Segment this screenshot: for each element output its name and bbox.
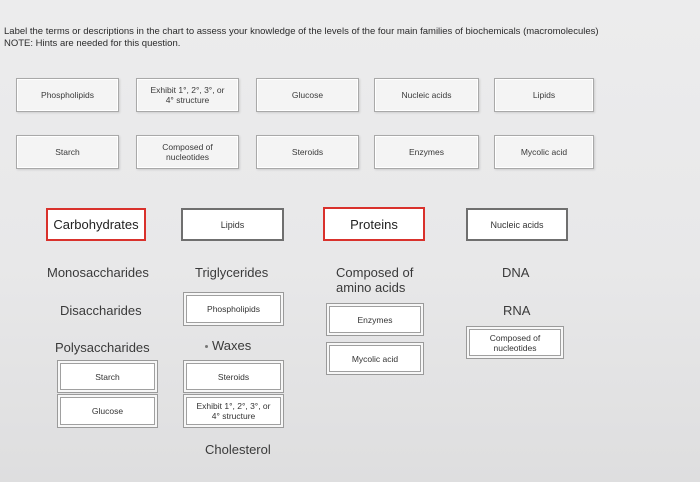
drop-zone-carbs-starch[interactable]: Starch	[57, 360, 158, 393]
header-nucleic-acids-drop[interactable]: Nucleic acids	[466, 208, 568, 241]
question-instruction: Label the terms or descriptions in the c…	[4, 26, 599, 37]
bank-item-glucose[interactable]: Glucose	[256, 78, 359, 112]
term-composed-amino-acids: Composed of amino acids	[336, 265, 414, 295]
drop-zone-lipids-phospholipids[interactable]: Phospholipids	[183, 292, 284, 326]
bank-item-nucleic-acids[interactable]: Nucleic acids	[374, 78, 479, 112]
drop-zone-carbs-glucose[interactable]: Glucose	[57, 394, 158, 428]
header-lipids-drop[interactable]: Lipids	[181, 208, 284, 241]
placed-chip-steroids[interactable]: Steroids	[186, 363, 281, 390]
question-text: Label the terms or descriptions in the c…	[4, 26, 599, 50]
term-cholesterol: Cholesterol	[205, 442, 271, 457]
bullet-dot	[205, 345, 208, 348]
bank-item-starch[interactable]: Starch	[16, 135, 119, 169]
term-disaccharides: Disaccharides	[60, 303, 142, 318]
term-triglycerides: Triglycerides	[195, 265, 269, 280]
term-dna: DNA	[502, 265, 530, 280]
bank-item-phospholipids[interactable]: Phospholipids	[16, 78, 119, 112]
bank-item-mycolic-acid[interactable]: Mycolic acid	[494, 135, 594, 169]
placed-chip-exhibit-structure[interactable]: Exhibit 1°, 2°, 3°, or 4° structure	[186, 397, 281, 425]
drop-zone-proteins-enzymes[interactable]: Enzymes	[326, 303, 424, 336]
placed-chip-glucose[interactable]: Glucose	[60, 397, 155, 425]
drop-zone-lipids-structure[interactable]: Exhibit 1°, 2°, 3°, or 4° structure	[183, 394, 284, 428]
question-note: NOTE: Hints are needed for this question…	[4, 38, 181, 49]
term-polysaccharides: Polysaccharides	[55, 340, 150, 355]
drop-zone-nucleic-nucleotides[interactable]: Composed of nucleotides	[466, 326, 564, 359]
placed-chip-mycolic-acid[interactable]: Mycolic acid	[329, 345, 421, 372]
placed-chip-enzymes[interactable]: Enzymes	[329, 306, 421, 333]
placed-chip-starch[interactable]: Starch	[60, 363, 155, 390]
header-carbohydrates[interactable]: Carbohydrates	[46, 208, 146, 241]
drop-zone-lipids-steroids[interactable]: Steroids	[183, 360, 284, 393]
bank-item-lipids[interactable]: Lipids	[494, 78, 594, 112]
term-rna: RNA	[503, 303, 531, 318]
term-monosaccharides: Monosaccharides	[47, 265, 149, 280]
bank-item-steroids[interactable]: Steroids	[256, 135, 359, 169]
placed-chip-composed-nucleotides[interactable]: Composed of nucleotides	[469, 329, 561, 356]
header-proteins[interactable]: Proteins	[323, 207, 425, 241]
term-waxes: Waxes	[212, 338, 252, 353]
placed-chip-phospholipids[interactable]: Phospholipids	[186, 295, 281, 323]
drop-zone-proteins-mycolic[interactable]: Mycolic acid	[326, 342, 424, 375]
bank-item-enzymes[interactable]: Enzymes	[374, 135, 479, 169]
